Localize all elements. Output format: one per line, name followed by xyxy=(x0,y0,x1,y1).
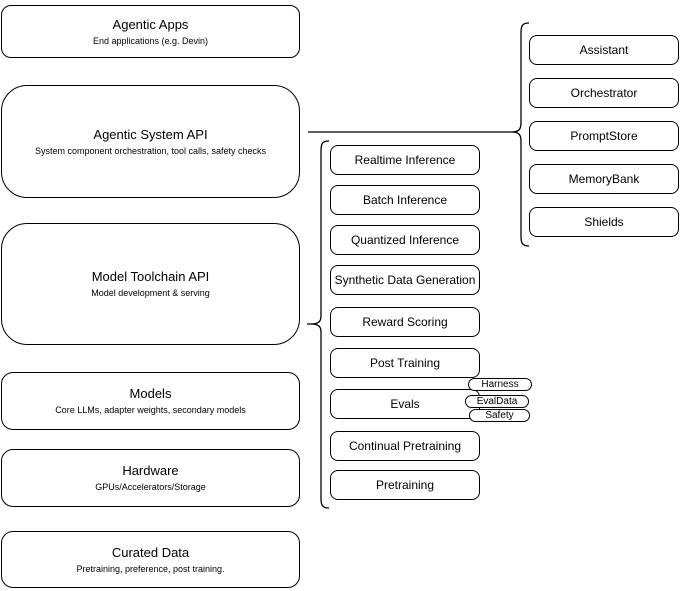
node-hardware: Hardware GPUs/Accelerators/Storage xyxy=(1,449,300,507)
system-components-brace xyxy=(511,22,530,247)
node-reward-scoring: Reward Scoring xyxy=(330,307,480,337)
node-title: Agentic System API xyxy=(93,126,208,142)
node-models: Models Core LLMs, adapter weights, secon… xyxy=(1,372,300,430)
node-subtitle: Core LLMs, adapter weights, secondary mo… xyxy=(55,405,246,415)
node-subtitle: End applications (e.g. Devin) xyxy=(92,35,209,46)
node-title: Models xyxy=(129,386,172,401)
node-title: Agentic Apps xyxy=(112,16,189,32)
node-promptstore: PromptStore xyxy=(529,121,679,151)
node-title: Curated Data xyxy=(111,544,190,560)
node-agentic-apps: Agentic Apps End applications (e.g. Devi… xyxy=(1,5,300,58)
toolchain-brace xyxy=(307,140,330,509)
node-curated-data: Curated Data Pretraining, preference, po… xyxy=(1,531,300,588)
node-realtime-inference: Realtime Inference xyxy=(330,145,480,175)
node-shields: Shields xyxy=(529,207,679,237)
node-assistant: Assistant xyxy=(529,35,679,65)
evals-tag-evaldata: EvalData xyxy=(465,395,529,408)
node-quantized-inference: Quantized Inference xyxy=(330,225,480,255)
node-evals: Evals xyxy=(330,389,480,419)
node-memorybank: MemoryBank xyxy=(529,164,679,194)
node-subtitle: Pretraining, preference, post training. xyxy=(76,563,225,574)
node-post-training: Post Training xyxy=(330,348,480,378)
node-subtitle: GPUs/Accelerators/Storage xyxy=(95,482,206,492)
node-subtitle: Model development & serving xyxy=(91,288,210,298)
node-batch-inference: Batch Inference xyxy=(330,185,480,215)
node-pretraining: Pretraining xyxy=(330,470,480,500)
node-continual-pretraining: Continual Pretraining xyxy=(330,431,480,461)
node-synthetic-data-generation: Synthetic Data Generation xyxy=(330,265,480,295)
node-orchestrator: Orchestrator xyxy=(529,78,679,108)
node-model-toolchain-api: Model Toolchain API Model development & … xyxy=(1,223,300,345)
node-title: Model Toolchain API xyxy=(91,269,210,284)
evals-tag-safety: Safety xyxy=(469,409,530,422)
node-agentic-system-api: Agentic System API System component orch… xyxy=(1,85,300,198)
node-subtitle: System component orchestration, tool cal… xyxy=(34,145,267,156)
node-title: Hardware xyxy=(122,463,179,478)
evals-tag-harness: Harness xyxy=(468,378,532,391)
